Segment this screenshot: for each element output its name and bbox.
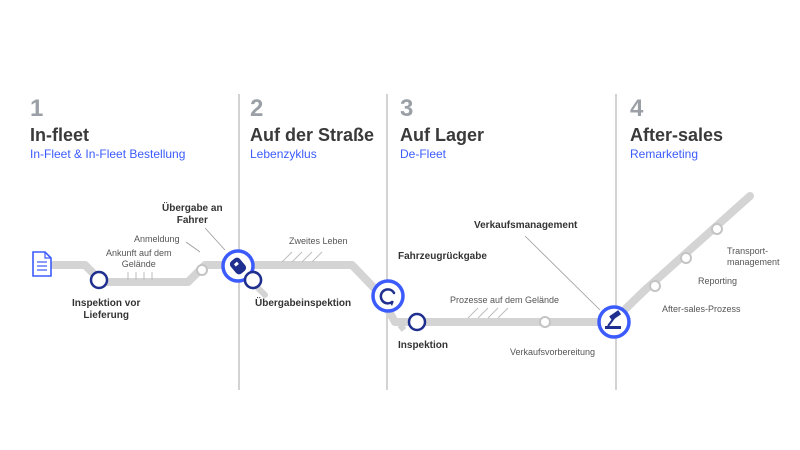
phase-number: 4	[630, 95, 644, 122]
key-icon	[229, 257, 247, 275]
phase-title: Auf Lager	[400, 125, 485, 145]
phase-subtitle: De-Fleet	[400, 147, 447, 161]
stop-inspektion-vor-lieferung	[89, 270, 109, 290]
waypoint-after-sales-prozess	[649, 280, 661, 292]
stop-uebergabe-small	[243, 270, 263, 290]
phase-3: 3 Auf Lager De-Fleet	[400, 96, 484, 162]
label-inspektion-vor-lieferung: Inspektion vor Lieferung	[72, 298, 141, 321]
phase-divider-3	[615, 94, 617, 390]
label-fahrzeugrueckgabe: Fahrzeugrückgabe	[398, 251, 487, 262]
document-icon	[32, 251, 52, 277]
phase-1: 1 In-fleet In-Fleet & In-Fleet Bestellun…	[30, 96, 185, 162]
phase-subtitle: Lebenzyklus	[250, 147, 317, 161]
phase-subtitle: Remarketing	[630, 147, 699, 161]
label-prozesse: Prozesse auf dem Gelände	[450, 295, 560, 305]
label-verkaufsvorbereitung: Verkaufsvorbereitung	[510, 347, 596, 357]
phase-2: 2 Auf der Straße Lebenzyklus	[250, 96, 374, 162]
waypoint-reporting	[680, 252, 692, 264]
hub-verkaufsmanagement	[597, 305, 631, 339]
waypoint-anmeldung	[196, 264, 208, 276]
phase-divider-2	[386, 94, 388, 390]
phase-title: In-fleet	[30, 125, 90, 145]
phase-4: 4 After-sales Remarketing	[630, 96, 723, 162]
label-verkaufsmanagement: Verkaufsmanagement	[474, 220, 578, 231]
phase-divider-1	[238, 94, 240, 390]
label-transport: Transport- management	[727, 246, 780, 267]
label-ankunft: Ankunft auf dem Gelände	[106, 248, 172, 269]
stop-inspektion	[407, 312, 427, 332]
phase-subtitle: In-Fleet & In-Fleet Bestellung	[30, 147, 186, 161]
waypoint-verkaufsvorbereitung	[539, 316, 551, 328]
waypoint-transport	[711, 223, 723, 235]
phase-number: 2	[250, 95, 264, 122]
hatch-zweites-leben	[281, 251, 323, 263]
phase-title: Auf der Straße	[250, 125, 375, 145]
label-reporting: Reporting	[698, 276, 738, 286]
label-zweites-leben: Zweites Leben	[289, 236, 348, 246]
hatch-prozesse	[467, 307, 509, 319]
gavel-icon	[605, 310, 622, 329]
label-after-sales-prozess: After-sales-Prozess	[662, 304, 741, 314]
label-inspektion: Inspektion	[398, 340, 449, 351]
hub-fahrzeugrueckgabe	[371, 279, 405, 313]
leader-line	[524, 235, 601, 311]
return-icon	[379, 288, 396, 306]
phase-number: 1	[30, 95, 44, 122]
leader-line	[204, 227, 226, 251]
phase-title: After-sales	[630, 125, 724, 145]
leader-line	[185, 241, 201, 253]
label-uebergabeinspektion: Übergabeinspektion	[255, 298, 352, 309]
label-uebergabe-fahrer: Übergabe an Fahrer	[162, 203, 223, 226]
phase-number: 3	[400, 95, 414, 122]
route-stub	[397, 323, 407, 332]
label-anmeldung: Anmeldung	[134, 234, 180, 244]
hatch-ankunft	[127, 272, 153, 280]
